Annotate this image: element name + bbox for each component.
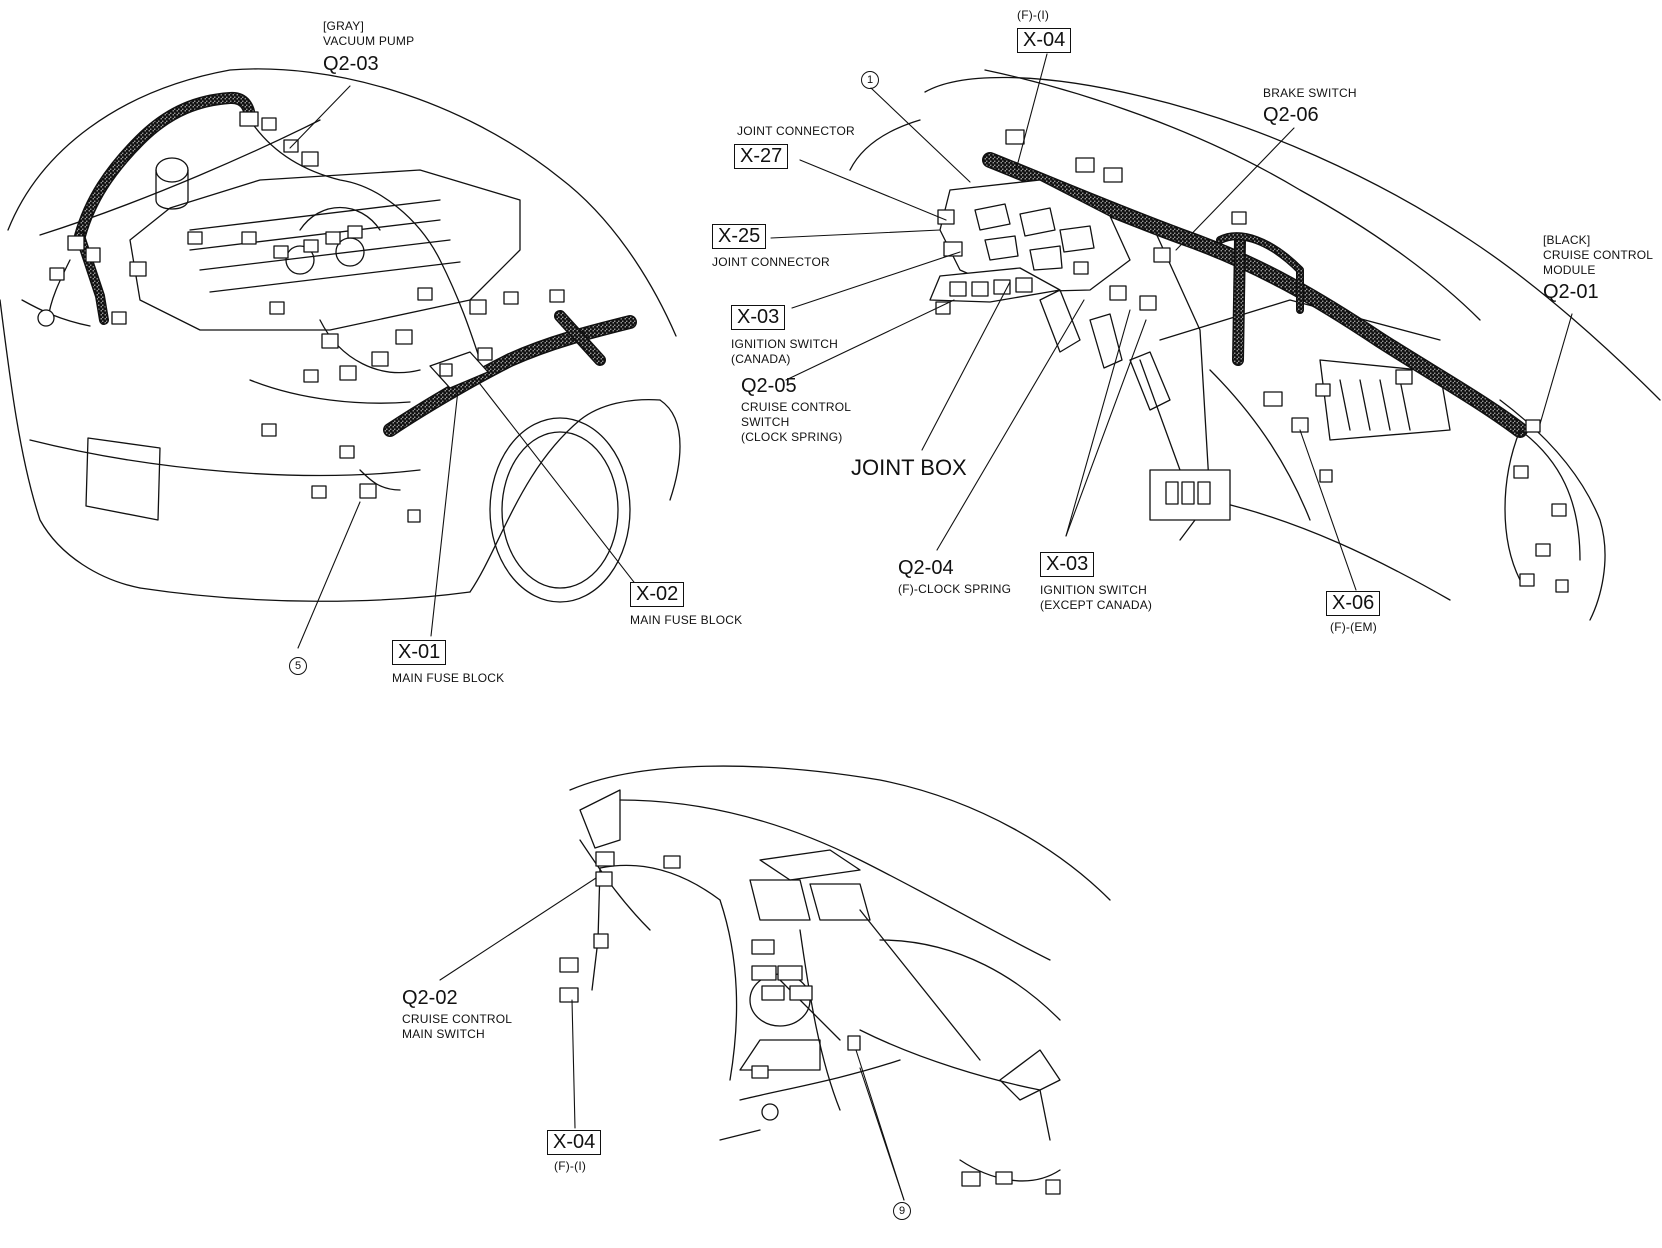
x06-code: X-06 — [1326, 591, 1381, 616]
ignition-switch-canada-note: (CANADA) — [731, 352, 791, 366]
dash-harness-trunk — [982, 152, 1581, 581]
cabin-outline — [849, 69, 1661, 621]
engine-block — [129, 157, 521, 374]
engine-connectors — [37, 111, 565, 523]
clock-spring-code: Q2-04 — [898, 557, 954, 579]
joint-connector-x27-name: JOINT CONNECTOR — [737, 124, 855, 138]
vacuum-pump-color: [GRAY] — [323, 19, 364, 33]
main-fuse-block-x02-name: MAIN FUSE BLOCK — [630, 613, 743, 627]
brake-switch-code: Q2-06 — [1263, 104, 1319, 126]
cruise-main-switch-line2: MAIN SWITCH — [402, 1027, 485, 1041]
dashboard-drawing — [559, 765, 1111, 1195]
main-fuse-block-x01-name: MAIN FUSE BLOCK — [392, 671, 505, 685]
joint-connector-x25-name: JOINT CONNECTOR — [712, 255, 830, 269]
dashboard-connectors — [559, 851, 1061, 1195]
main-fuse-block-x01-code: X-01 — [392, 640, 447, 665]
ignition-switch-except-code: X-03 — [1040, 552, 1095, 577]
cruise-module-color: [BLACK] — [1543, 233, 1591, 247]
x06-note: (F)-(EM) — [1330, 620, 1377, 634]
cruise-control-switch-line2: SWITCH — [741, 415, 790, 429]
dashboard-harness — [591, 864, 1061, 1182]
x04-top-code: X-04 — [1017, 28, 1072, 53]
dash-connectors — [935, 129, 1569, 593]
vacuum-pump-code: Q2-03 — [323, 53, 379, 75]
main-fuse-block-x02-code: X-02 — [630, 582, 685, 607]
x04-bottom-note: (F)-(I) — [554, 1159, 587, 1173]
vacuum-pump-name: VACUUM PUMP — [323, 34, 415, 48]
x04-bottom-code: X-04 — [547, 1130, 602, 1155]
joint-connector-x25-code: X-25 — [712, 224, 767, 249]
dashboard-outline — [569, 765, 1111, 1141]
engine-harness — [47, 92, 637, 491]
leader-lines — [289, 53, 1573, 1201]
ignition-switch-except-note: (EXCEPT CANADA) — [1040, 598, 1153, 612]
dash-harness-drawing — [849, 69, 1661, 621]
joint-box-label: JOINT BOX — [851, 455, 967, 480]
reference-9: 9 — [893, 1202, 911, 1220]
cruise-module-line2: MODULE — [1543, 263, 1596, 277]
joint-connector-x27-code: X-27 — [734, 144, 789, 169]
cruise-main-switch-code: Q2-02 — [402, 987, 458, 1009]
x04-top-note: (F)-(I) — [1017, 8, 1050, 22]
cruise-control-switch-code: Q2-05 — [741, 375, 797, 397]
ignition-switch-except-name: IGNITION SWITCH — [1040, 583, 1147, 597]
cruise-module-line1: CRUISE CONTROL — [1543, 248, 1654, 262]
brake-switch-name: BRAKE SWITCH — [1263, 86, 1357, 100]
reference-1: 1 — [861, 71, 879, 89]
cruise-main-switch-line1: CRUISE CONTROL — [402, 1012, 513, 1026]
ignition-switch-canada-code: X-03 — [731, 305, 786, 330]
clock-spring-note: (F)-CLOCK SPRING — [898, 582, 1012, 596]
engine-bay-drawing — [0, 68, 681, 603]
ignition-switch-canada-name: IGNITION SWITCH — [731, 337, 838, 351]
cruise-control-switch-line3: (CLOCK SPRING) — [741, 430, 843, 444]
cruise-control-switch-line1: CRUISE CONTROL — [741, 400, 852, 414]
reference-5: 5 — [289, 657, 307, 675]
cruise-module-code: Q2-01 — [1543, 281, 1599, 303]
